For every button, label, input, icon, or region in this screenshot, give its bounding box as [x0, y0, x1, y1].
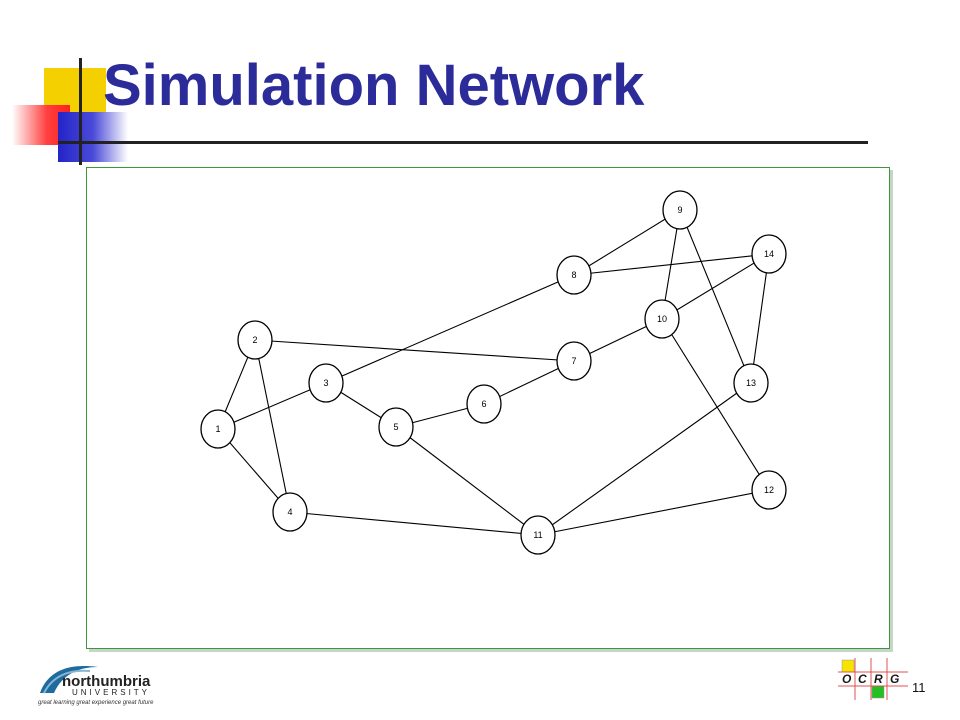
page-number: 11: [912, 680, 926, 695]
node-12: 12: [751, 470, 787, 510]
ocrg-letter-o: O: [842, 672, 852, 686]
northumbria-logo-icon: [40, 666, 98, 694]
node-circle: [520, 515, 556, 555]
university-tagline: great learning great experience great fu…: [38, 700, 154, 706]
edge-11-12: [537, 489, 770, 536]
node-circle: [556, 341, 592, 381]
node-1: 1: [200, 409, 236, 449]
node-label: 2: [252, 335, 257, 345]
node-4: 4: [272, 492, 308, 532]
node-circle: [308, 363, 344, 403]
node-label: 9: [677, 205, 682, 215]
node-circle: [733, 363, 769, 403]
ocrg-letter-c: C: [858, 672, 867, 686]
edge-10-12: [661, 318, 770, 491]
node-label: 11: [533, 530, 542, 540]
university-name: northumbria: [62, 673, 151, 690]
edge-1-3: [217, 382, 327, 430]
node-label: 8: [571, 270, 576, 280]
edge-10-14: [661, 253, 770, 320]
node-label: 14: [764, 249, 774, 259]
edge-9-13: [679, 209, 752, 384]
node-14: 14: [751, 234, 787, 274]
ocrg-logo-icon: [838, 658, 908, 700]
edge-2-4: [254, 339, 291, 513]
node-circle: [378, 407, 414, 447]
edge-11-13: [537, 382, 752, 536]
ocrg-letter-r: R: [874, 672, 883, 686]
node-10: 10: [644, 299, 680, 339]
node-label: 6: [481, 399, 486, 409]
node-circle: [751, 234, 787, 274]
node-circle: [751, 470, 787, 510]
node-circle: [466, 384, 502, 424]
title-vertical-rule: [79, 58, 82, 165]
ocrg-letter-g: G: [890, 672, 900, 686]
edge-2-7: [254, 339, 575, 362]
node-label: 10: [657, 314, 667, 324]
title-horizontal-rule: [58, 141, 868, 144]
node-6: 6: [466, 384, 502, 424]
node-2: 2: [237, 320, 273, 360]
node-label: 3: [323, 378, 328, 388]
edge-5-11: [395, 426, 539, 536]
node-circle: [272, 492, 308, 532]
node-circle: [556, 255, 592, 295]
node-5: 5: [378, 407, 414, 447]
node-label: 7: [571, 356, 576, 366]
edge-13-14: [750, 253, 770, 384]
node-3: 3: [308, 363, 344, 403]
university-subtitle: UNIVERSITY: [72, 688, 151, 697]
node-9: 9: [662, 190, 698, 230]
node-circle: [237, 320, 273, 360]
edge-8-9: [573, 209, 681, 276]
slide-title: Simulation Network: [103, 53, 645, 118]
node-label: 13: [746, 378, 756, 388]
edge-4-11: [289, 511, 539, 536]
node-8: 8: [556, 255, 592, 295]
node-circle: [644, 299, 680, 339]
node-11: 11: [520, 515, 556, 555]
node-label: 5: [393, 422, 398, 432]
decor-blue-square: [58, 112, 128, 162]
node-circle: [662, 190, 698, 230]
node-label: 12: [764, 485, 774, 495]
node-label: 1: [215, 424, 220, 434]
node-13: 13: [733, 363, 769, 403]
node-7: 7: [556, 341, 592, 381]
edge-3-8: [325, 274, 575, 384]
node-circle: [200, 409, 236, 449]
node-label: 4: [287, 507, 292, 517]
